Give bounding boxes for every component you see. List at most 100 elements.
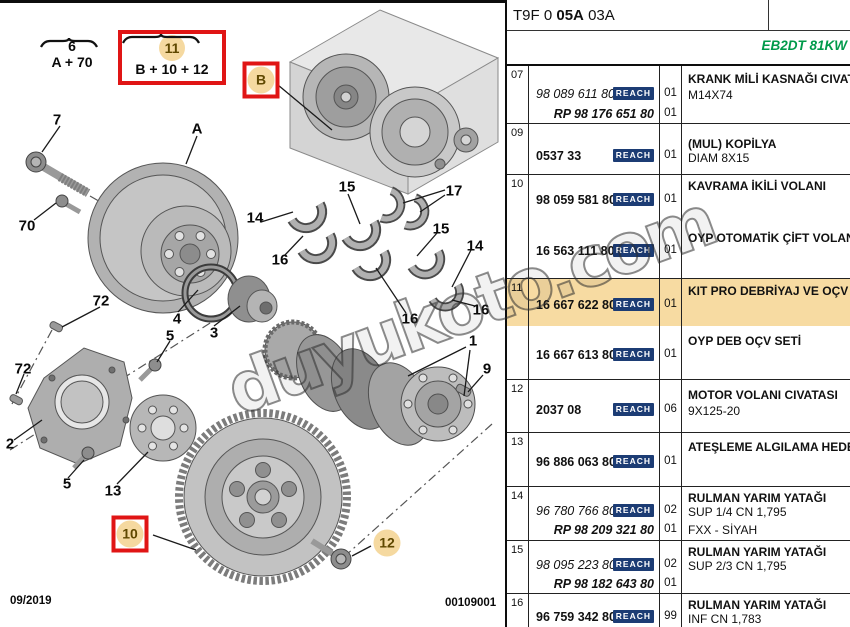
pin-72-upper (49, 321, 64, 333)
reach-badge[interactable]: REACH (612, 87, 654, 100)
part-number[interactable]: RP 98 209 321 80 (553, 523, 654, 537)
part-description: M14X74 (688, 88, 733, 102)
part-number-cell: 0537 33 REACH (529, 124, 660, 174)
part-number[interactable]: 16 563 111 80 (536, 244, 615, 258)
part-number[interactable]: 98 089 611 80 (536, 87, 616, 101)
crank-pulley (87, 162, 239, 314)
quantity-cell: 01 01 (660, 66, 682, 123)
reach-badge[interactable]: REACH (612, 610, 654, 623)
part-description: OYP OTOMATİK ÇİFT VOLAN (688, 231, 850, 245)
row-ref-number: 10 (507, 175, 529, 278)
part-number[interactable]: 98 059 581 80 (536, 193, 616, 207)
part-description: RULMAN YARIM YATAĞI (688, 491, 827, 505)
title-row: T9F 0 05A 03A (507, 0, 850, 31)
sensor-target-plate (129, 394, 197, 462)
part-description: SUP 2/3 CN 1,795 (688, 559, 787, 573)
quantity-cell: 01 (660, 124, 682, 174)
part-description: KRANK MİLİ KASNAĞI CIVATA (688, 72, 850, 86)
title-code-left: T9F 0 (513, 7, 553, 24)
reach-badge[interactable]: REACH (612, 455, 654, 468)
part-label-12: 12 (373, 529, 401, 557)
bolt-5-lower (72, 446, 95, 470)
part-number[interactable]: 96 886 063 80 (536, 455, 616, 469)
legend-a-ref: 6 (68, 38, 76, 54)
part-number[interactable]: RP 98 176 651 80 (553, 107, 654, 121)
reach-badge[interactable]: REACH (612, 244, 654, 257)
part-label-17: 17 (445, 182, 463, 200)
clutch-disc (302, 53, 390, 141)
part-description: RULMAN YARIM YATAĞI (688, 598, 827, 612)
part-label-3: 3 (209, 324, 219, 342)
quantity-value: 01 (664, 455, 677, 467)
part-number[interactable]: 16 667 613 80 (536, 348, 616, 362)
page-title: T9F 0 05A 03A (513, 7, 615, 24)
part-number[interactable]: 96 780 766 80 (536, 504, 616, 518)
quantity-value: 01 (664, 577, 677, 589)
part-number[interactable]: 0537 33 (536, 149, 582, 163)
quantity-cell: 06 (660, 380, 682, 432)
bolt-12 (310, 538, 352, 570)
quantity-value: 01 (664, 87, 677, 99)
part-label-1: 1 (468, 332, 478, 350)
part-number[interactable]: 96 759 342 80 (536, 610, 616, 624)
part-number[interactable]: RP 98 182 643 80 (553, 577, 654, 591)
legend-group-b: 11 B + 10 + 12 (118, 30, 226, 85)
part-label-15: 15 (338, 178, 356, 196)
part-description: RULMAN YARIM YATAĞI (688, 545, 827, 559)
part-description: SUP 1/4 CN 1,795 (688, 505, 787, 519)
part-label-14: 14 (246, 209, 264, 227)
legend-b-formula: B + 10 + 12 (135, 61, 209, 77)
quantity-value: 01 (664, 193, 677, 205)
reach-badge[interactable]: REACH (612, 348, 654, 361)
part-label-4: 4 (172, 310, 182, 328)
reach-badge[interactable]: REACH (612, 403, 654, 416)
quantity-cell: 99 (660, 594, 682, 627)
part-label-16: 16 (401, 310, 419, 328)
part-label-b: B (242, 61, 280, 99)
title-empty-cell (768, 0, 850, 30)
quantity-cell: 01 (660, 433, 682, 486)
part-number[interactable]: 2037 08 (536, 403, 582, 417)
row-ref-number: 09 (507, 124, 529, 174)
part-label-16: 16 (472, 301, 490, 319)
part-description: DIAM 8X15 (688, 151, 750, 165)
part-description: INF CN 1,783 (688, 612, 762, 626)
reach-badge[interactable]: REACH (612, 558, 654, 571)
quantity-value: 01 (664, 107, 677, 119)
part-number[interactable]: 16 667 622 80 (536, 298, 616, 312)
row-ref-number: 12 (507, 380, 529, 432)
reach-badge[interactable]: REACH (612, 193, 654, 206)
title-code-bold: 05A (556, 7, 584, 24)
part-label-70: 70 (18, 217, 36, 235)
legend-a-formula: A + 70 (51, 54, 93, 70)
part-label-15: 15 (432, 220, 450, 238)
part-number[interactable]: 98 095 223 80 (536, 558, 616, 572)
quantity-value: 02 (664, 558, 677, 570)
row-ref-number: 16 (507, 594, 529, 627)
flywheel (175, 409, 351, 585)
part-description: KAVRAMA İKİLİ VOLANI (688, 179, 826, 193)
reach-badge[interactable]: REACH (612, 298, 654, 311)
reach-badge[interactable]: REACH (612, 149, 654, 162)
reach-badge[interactable]: REACH (612, 504, 654, 517)
quantity-value: 01 (664, 149, 677, 161)
